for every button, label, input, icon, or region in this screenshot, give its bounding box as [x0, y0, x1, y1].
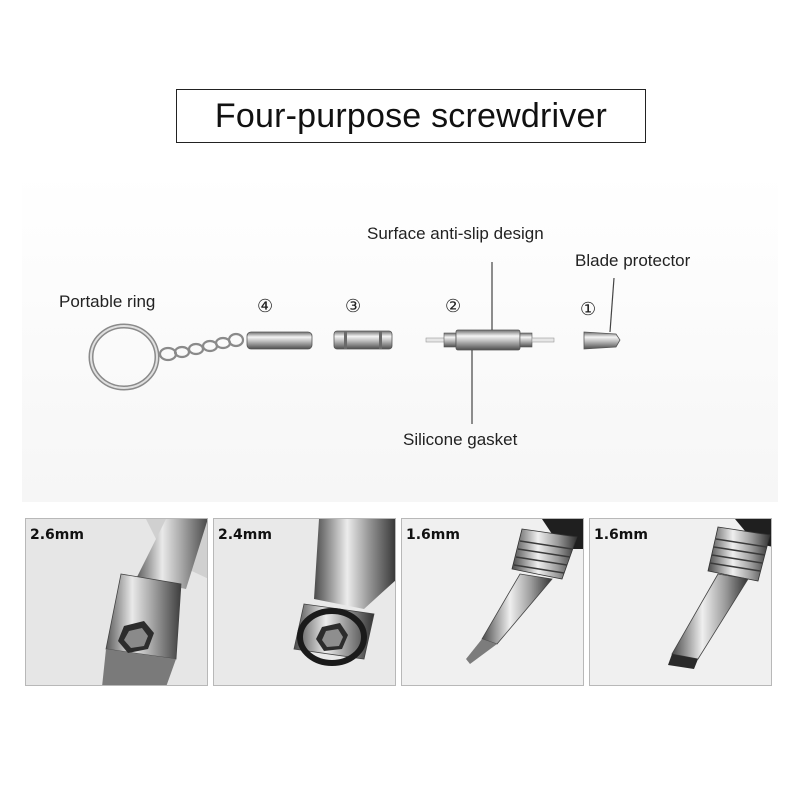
protector-pointer — [609, 277, 615, 333]
page-title: Four-purpose screwdriver — [214, 96, 608, 135]
label-portable-ring: Portable ring — [59, 292, 156, 311]
key-ring — [88, 323, 160, 391]
label-blade-protector: Blade protector — [575, 251, 691, 270]
part-number-2: ② — [445, 296, 462, 316]
tip-size-label: 1.6mm — [406, 527, 460, 543]
part-2-handle — [425, 329, 555, 351]
parts-diagram: Portable ring Surface anti-slip design B… — [22, 172, 778, 502]
title-box: Four-purpose screwdriver — [176, 89, 646, 143]
tip-size-label: 2.4mm — [218, 527, 272, 543]
part-number-1: ① — [580, 299, 597, 319]
label-silicone-gasket: Silicone gasket — [403, 430, 518, 449]
part-number-4: ④ — [257, 296, 274, 316]
part-1-blade-protector — [583, 331, 621, 350]
tip-photo-2-4mm: 2.4mm — [213, 518, 396, 686]
tip-photo-1-6mm-flat: 1.6mm — [589, 518, 772, 686]
tip-size-label: 2.6mm — [30, 527, 84, 543]
tip-size-label: 1.6mm — [594, 527, 648, 543]
key-chain — [158, 332, 245, 362]
part-number-3: ③ — [345, 296, 362, 316]
parts-illustration — [22, 172, 778, 502]
part-4-cap — [246, 331, 313, 350]
part-3-sleeve — [333, 330, 393, 350]
tip-photo-2-6mm: 2.6mm — [25, 518, 208, 686]
label-surface-anti-slip: Surface anti-slip design — [367, 224, 544, 243]
tip-photo-1-6mm-phillips: 1.6mm — [401, 518, 584, 686]
tip-photo-strip: 2.6mm 2.4mm — [25, 518, 773, 686]
